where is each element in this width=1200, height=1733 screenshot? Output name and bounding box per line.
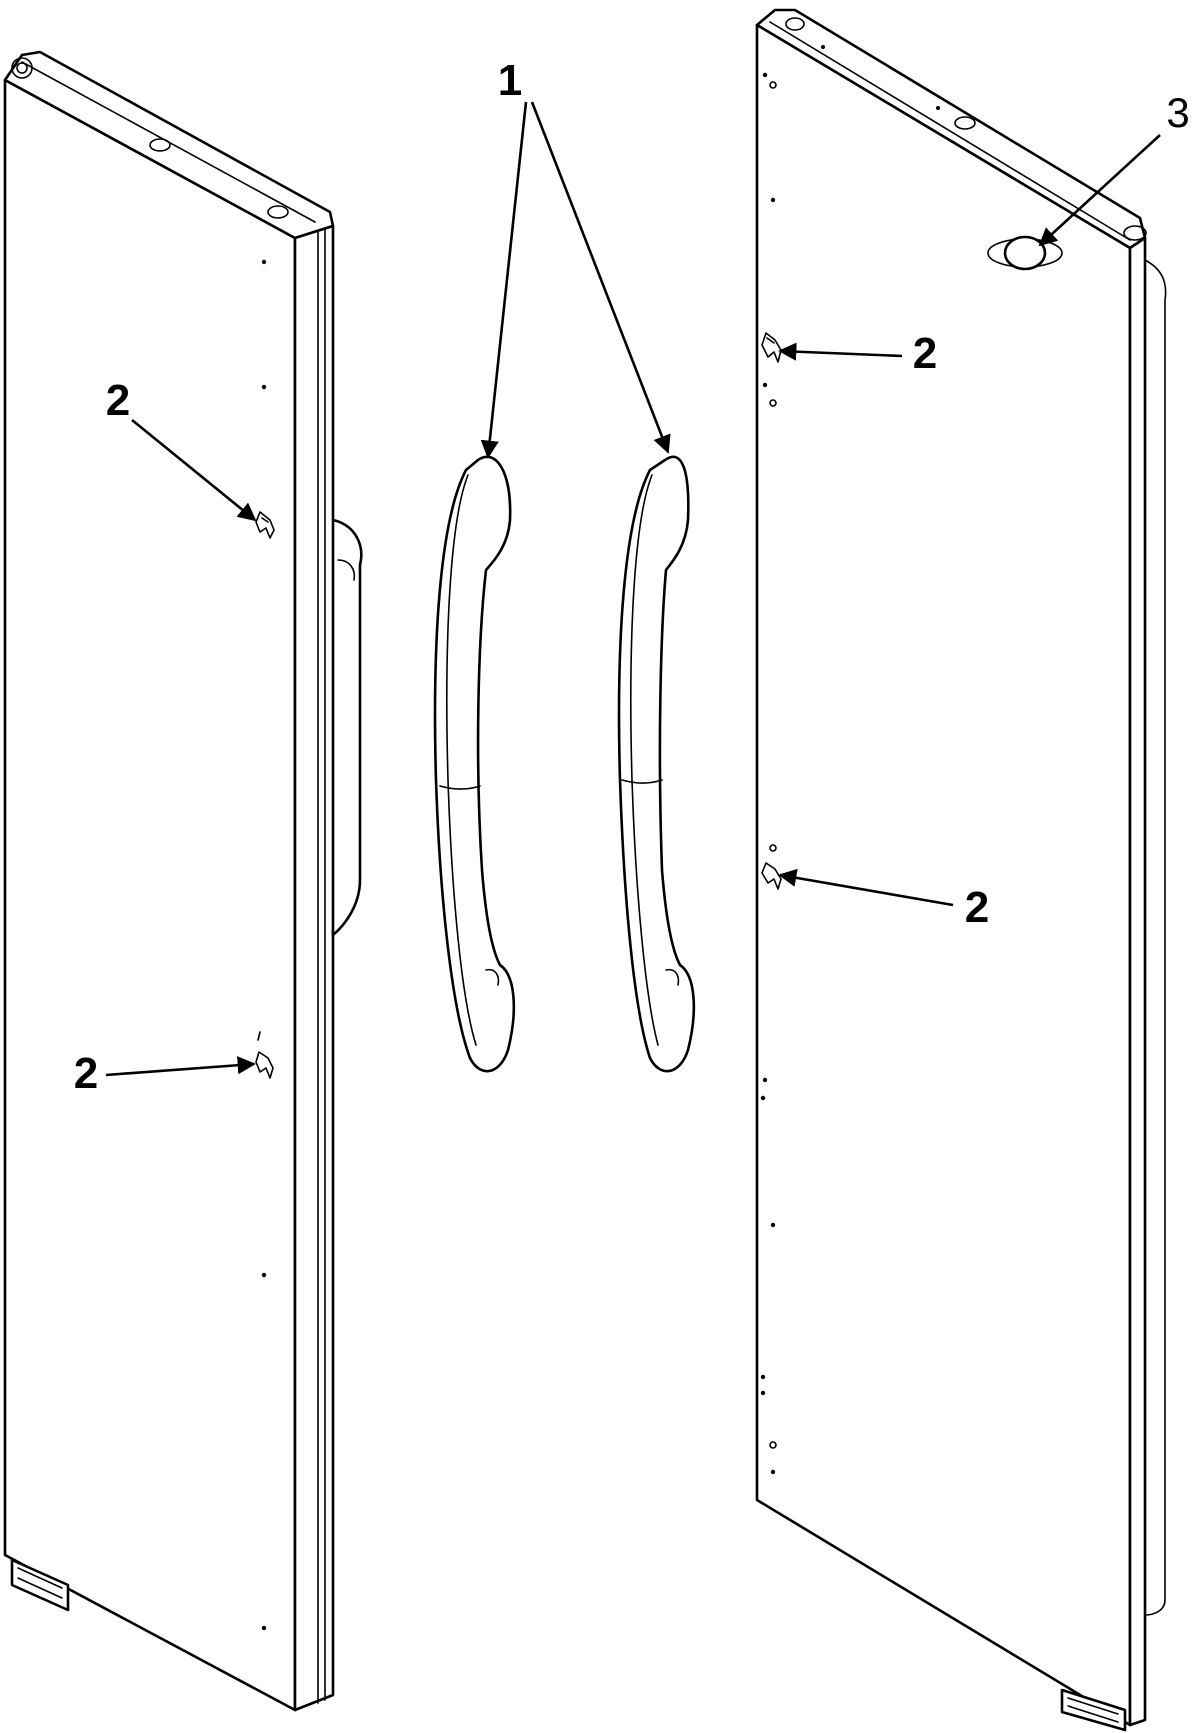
left-door-edge bbox=[293, 224, 347, 1712]
left-door-face bbox=[3, 78, 297, 1712]
left-top-hole-2 bbox=[267, 205, 289, 219]
callout-label-3: 3 bbox=[1166, 89, 1189, 136]
handle-left bbox=[433, 455, 516, 1073]
left-top-hole-1 bbox=[149, 138, 171, 152]
right-door-face bbox=[755, 23, 1132, 1727]
callout-fastener-left-upper: 2 bbox=[106, 376, 257, 522]
callout-fastener-right-upper: 2 bbox=[778, 329, 937, 378]
left-fastener-upper bbox=[255, 511, 275, 539]
right-door-plug bbox=[987, 235, 1063, 271]
callout-label-1: 1 bbox=[498, 56, 522, 105]
right-fastener-upper bbox=[761, 332, 782, 363]
right-fastener-lower bbox=[761, 844, 782, 890]
callout-plug: 3 bbox=[1038, 89, 1190, 247]
callout-fastener-right-lower: 2 bbox=[778, 868, 989, 932]
callout-fastener-left-lower: 2 bbox=[74, 1049, 256, 1098]
callout-label-2a: 2 bbox=[106, 376, 130, 425]
left-door-bottom-hinge bbox=[10, 1558, 70, 1612]
left-fastener-lower bbox=[255, 1031, 274, 1079]
callout-handle: 1 bbox=[480, 56, 671, 459]
right-door bbox=[755, 8, 1167, 1732]
callout-label-2c: 2 bbox=[913, 329, 937, 378]
callout-label-2d: 2 bbox=[965, 883, 989, 932]
handle-right bbox=[617, 455, 696, 1073]
right-door-bottom-hinge bbox=[1060, 1688, 1127, 1732]
left-door-handle-mount bbox=[331, 518, 363, 937]
left-door bbox=[3, 50, 363, 1712]
callout-label-2b: 2 bbox=[74, 1049, 98, 1098]
right-door-edge bbox=[1128, 236, 1147, 1727]
